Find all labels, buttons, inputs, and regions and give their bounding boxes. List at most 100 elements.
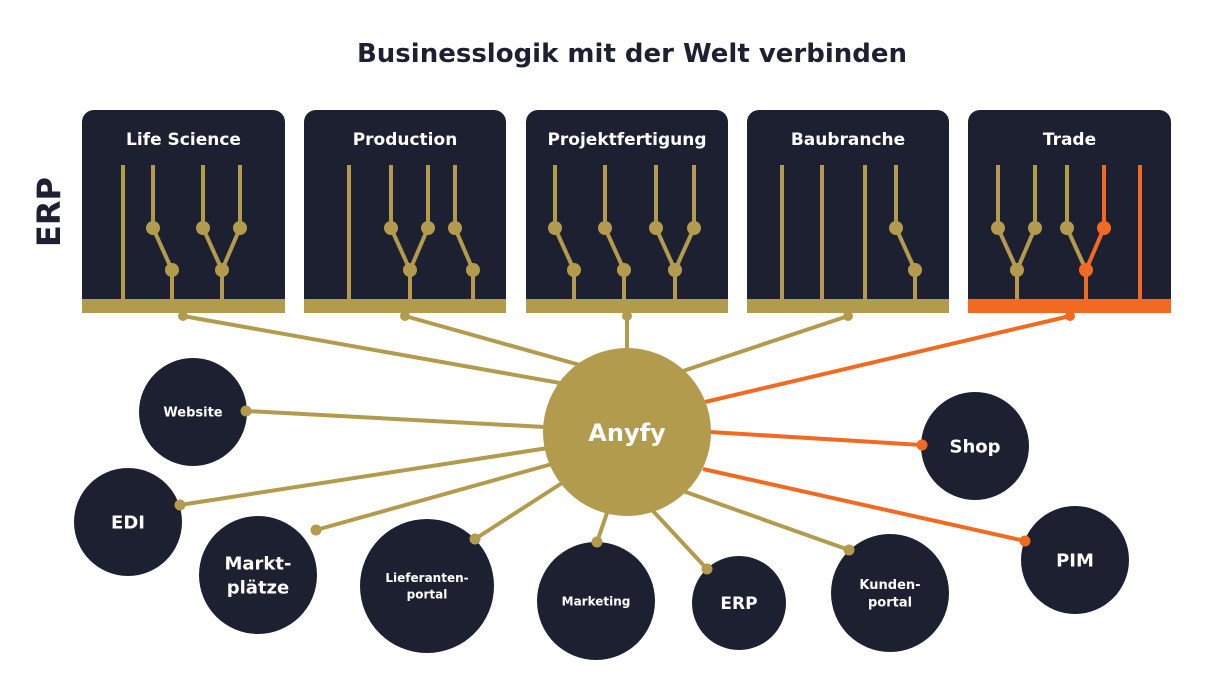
branch-node <box>889 221 903 235</box>
node-circle <box>921 392 1029 500</box>
branch-node <box>687 221 701 235</box>
node-circle <box>74 468 182 576</box>
panel-base-bar <box>968 299 1171 313</box>
panel-life-science[interactable]: Life Science <box>82 110 285 321</box>
node-label: Lieferanten- <box>385 571 468 585</box>
branch-line <box>453 227 475 271</box>
node-marketing[interactable]: Marketing <box>537 536 655 661</box>
branch-node <box>421 221 435 235</box>
hub-label: Anyfy <box>588 419 666 447</box>
node-label: EDI <box>111 512 145 533</box>
panel-background <box>304 110 506 310</box>
node-label: ERP <box>720 594 757 614</box>
connector-anchor <box>1019 535 1031 547</box>
branch-node <box>598 221 612 235</box>
node-circle <box>831 534 949 652</box>
connector-shop <box>709 430 923 447</box>
connector-anchor <box>843 311 853 321</box>
panel-title: Projektfertigung <box>547 130 706 150</box>
branch-node <box>649 221 663 235</box>
connector-baubranche <box>679 314 849 374</box>
node-marktplaetze[interactable]: Markt-plätze <box>199 516 322 634</box>
branch-node <box>466 263 480 277</box>
branch-node <box>1010 263 1024 277</box>
node-lieferantenportal[interactable]: Lieferanten-portal <box>360 519 494 653</box>
branch-line <box>603 227 626 271</box>
connector-marktplaetze <box>315 462 553 532</box>
connector-anchor <box>310 524 322 536</box>
panel-base-bar <box>747 299 949 313</box>
branch-node <box>668 263 682 277</box>
connector-anchor <box>240 405 252 417</box>
panel-trade[interactable]: Trade <box>968 110 1171 321</box>
hub-circle <box>543 348 711 516</box>
branch-line <box>996 227 1019 271</box>
connector-lines <box>179 314 1071 571</box>
diagram-title: Businesslogik mit der Welt verbinden <box>357 39 907 69</box>
panel-production[interactable]: Production <box>304 110 506 321</box>
node-label: portal <box>868 595 912 610</box>
connector-anchor <box>916 439 928 451</box>
connector-anchor <box>400 311 410 321</box>
branch-line <box>1084 227 1106 271</box>
connector-anchor <box>591 536 603 548</box>
branch-line <box>1065 227 1088 271</box>
node-label: Markt- <box>225 553 292 574</box>
node-circle <box>692 556 786 650</box>
anyfy-hub[interactable]: Anyfy <box>543 348 711 516</box>
connector-kundenportal <box>682 489 850 552</box>
branch-node <box>1097 221 1111 235</box>
node-kundenportal[interactable]: Kunden-portal <box>831 534 949 652</box>
node-circle <box>1021 506 1129 614</box>
connector-life-science <box>182 314 561 385</box>
node-edi[interactable]: EDI <box>74 468 186 576</box>
node-label: Kunden- <box>859 578 920 593</box>
connector-anchor <box>622 311 632 321</box>
node-pim[interactable]: PIM <box>1019 506 1130 614</box>
node-label: PIM <box>1056 550 1094 571</box>
branch-node <box>617 263 631 277</box>
branch-node <box>165 263 179 277</box>
branch-node <box>548 221 562 235</box>
panel-title: Production <box>353 130 458 150</box>
panel-baubranche[interactable]: Baubranche <box>747 110 949 321</box>
panel-background <box>968 110 1171 310</box>
connector-anchor <box>701 563 713 575</box>
branch-line <box>408 227 430 271</box>
branch-node <box>146 221 160 235</box>
connector-lieferantenportal <box>473 481 564 541</box>
connector-trade <box>704 314 1071 404</box>
branch-line <box>673 227 696 271</box>
node-circle <box>139 358 247 466</box>
connector-pim <box>702 467 1026 543</box>
node-label: portal <box>407 587 448 601</box>
connector-anchor <box>843 544 855 556</box>
panel-base-bar <box>526 299 728 313</box>
panel-background <box>82 110 285 310</box>
connector-website <box>245 409 546 429</box>
branch-node <box>384 221 398 235</box>
node-shop[interactable]: Shop <box>916 392 1030 500</box>
connector-anchor <box>1065 311 1075 321</box>
node-website[interactable]: Website <box>139 358 252 466</box>
branch-node <box>196 221 210 235</box>
branch-line <box>553 227 576 271</box>
node-erp[interactable]: ERP <box>692 556 786 650</box>
node-circle <box>199 516 317 634</box>
branch-line <box>389 227 412 271</box>
branch-line <box>201 227 224 271</box>
branch-line <box>151 227 174 271</box>
branch-line <box>220 227 242 271</box>
connector-anchor <box>469 533 481 545</box>
branch-node <box>908 263 922 277</box>
branch-node <box>215 263 229 277</box>
connector-anchor <box>174 499 186 511</box>
panel-title: Baubranche <box>791 130 905 150</box>
branch-line <box>654 227 677 271</box>
node-label: Shop <box>949 436 1000 457</box>
branch-node <box>1060 221 1074 235</box>
panel-projektfertigung[interactable]: Projektfertigung <box>526 110 728 321</box>
connector-edi <box>179 446 549 507</box>
